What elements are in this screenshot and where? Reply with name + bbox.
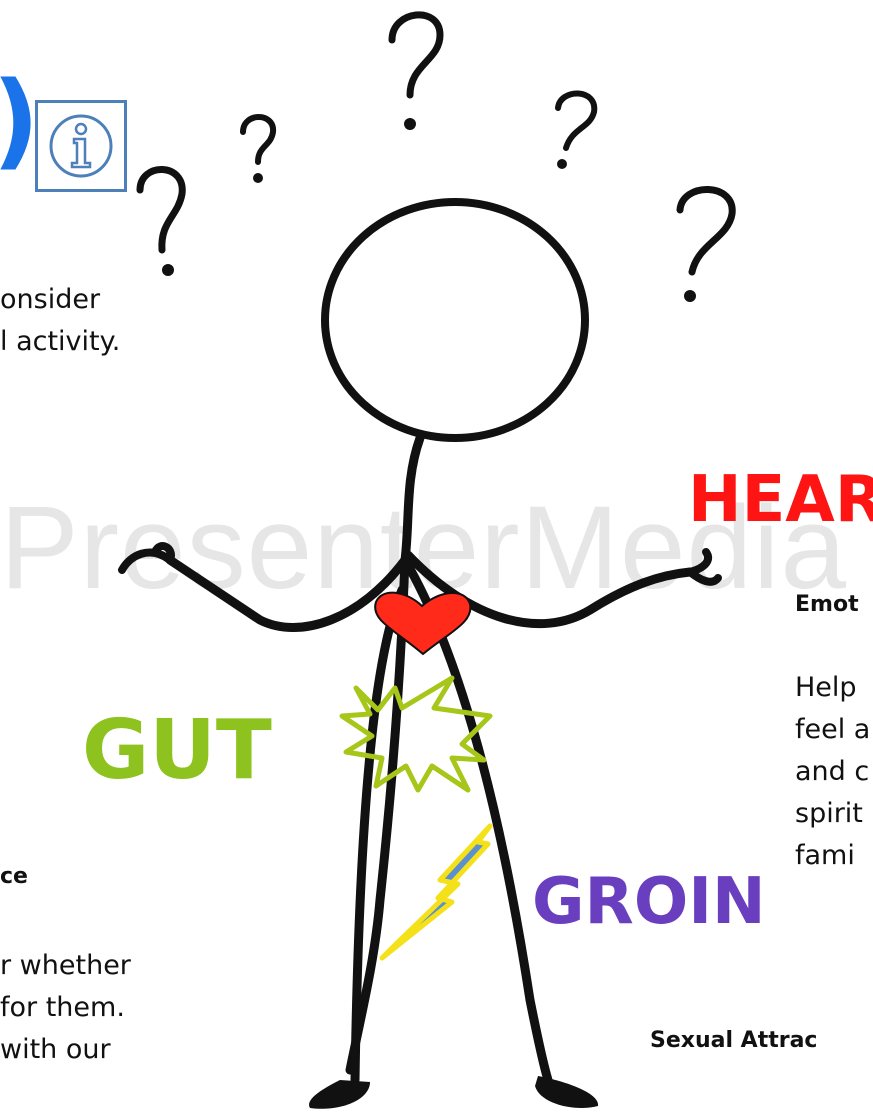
left-arm (170, 560, 405, 628)
gut-body-1: r whether (0, 946, 131, 986)
heart-body-4: spirit (795, 794, 863, 834)
question-mark-icon (558, 93, 594, 148)
groin-subtitle: Sexual Attrac (650, 1028, 817, 1053)
heart-body-1: Help (795, 668, 857, 708)
gut-body-3: with our (0, 1030, 111, 1070)
heart-body-3: and c (795, 752, 869, 792)
gut-subtitle: ce (0, 864, 28, 889)
groin-title: GROIN (532, 870, 766, 934)
gut-body-2: for them. (0, 988, 125, 1028)
question-mark-icon (243, 117, 273, 162)
heart-subtitle: Emot (795, 592, 859, 617)
head (325, 202, 585, 438)
left-foot (309, 1080, 370, 1109)
gut-title: GUT (82, 710, 272, 792)
heart-title: HEAR (688, 468, 873, 532)
right-foot (535, 1076, 598, 1108)
question-mark-icon (140, 169, 182, 250)
lightning-icon (382, 826, 490, 958)
question-mark-icon (680, 189, 732, 272)
heart-body-5: fami (795, 836, 855, 876)
question-mark-icon (392, 15, 440, 95)
heart-body-2: feel a (795, 710, 870, 750)
